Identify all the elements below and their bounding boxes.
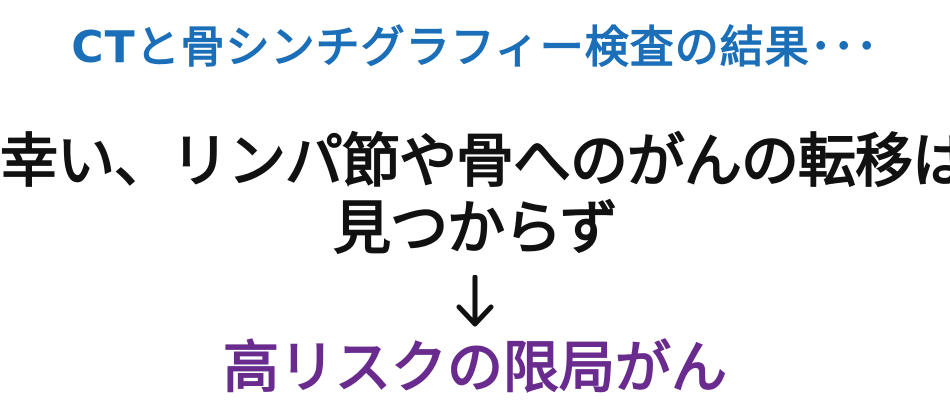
finding-line-1: 幸い、リンパ節や骨へのがんの転移は	[0, 127, 950, 195]
down-arrow-icon	[456, 275, 494, 327]
diagnosis-result: 高リスクの限局がん	[223, 336, 727, 401]
finding-line-2: 見つからず	[333, 194, 618, 262]
slide-heading: CTと骨シンチグラフィー検査の結果･･･	[71, 22, 879, 73]
